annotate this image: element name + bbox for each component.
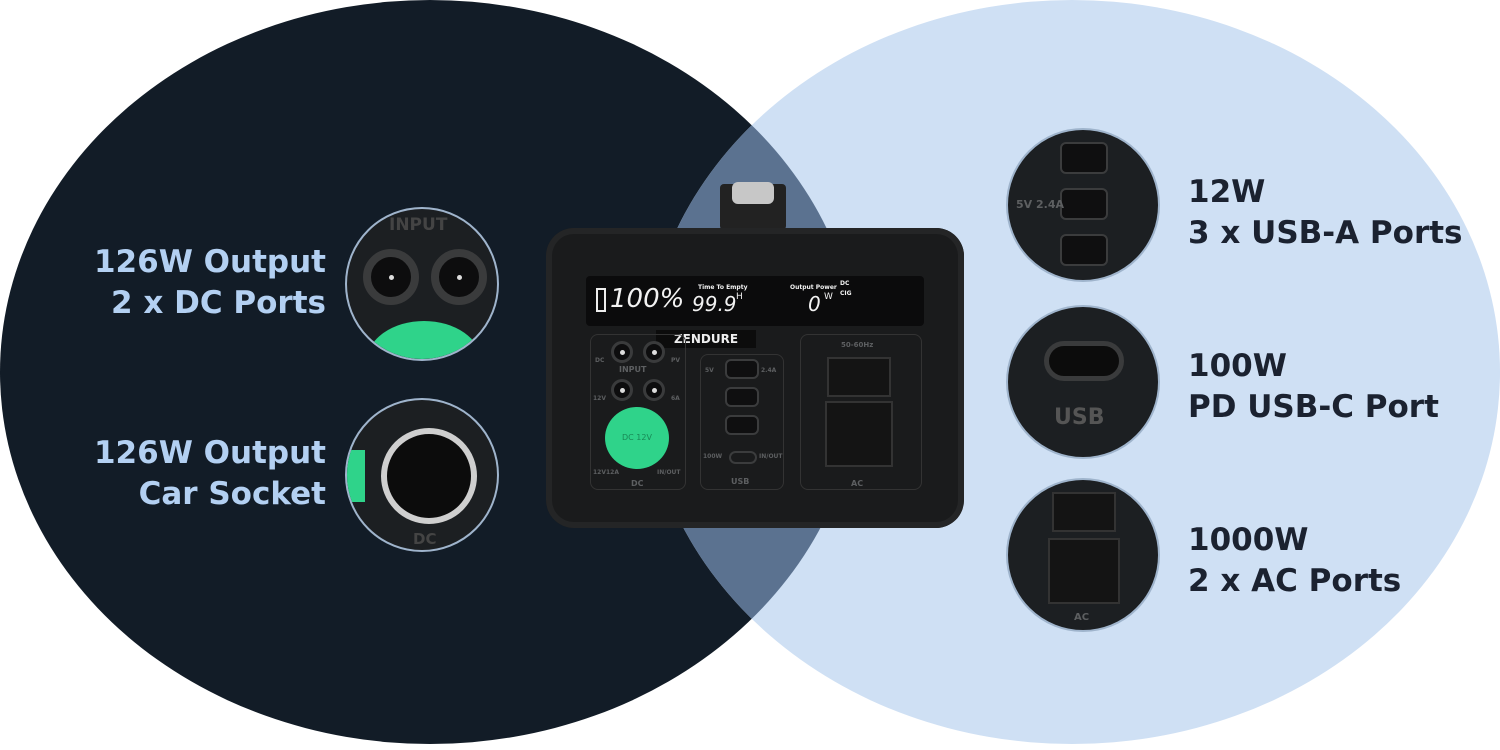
pv-input-port[interactable] (643, 341, 665, 363)
knob-cap (732, 182, 774, 204)
power-unit: W (824, 292, 833, 302)
input-label: INPUT (619, 365, 647, 374)
dc-rating: 12V12A (593, 469, 619, 476)
dc-input-port[interactable] (611, 341, 633, 363)
pv-label: PV (671, 357, 681, 364)
dc-output-port[interactable] (643, 379, 665, 401)
ac-outlet[interactable] (827, 357, 891, 397)
feature-usb-c-label: 100W PD USB-C Port (1188, 346, 1439, 428)
feature-car-socket-label: 126W Output Car Socket (94, 433, 326, 515)
mode-cig: CIG (840, 290, 852, 297)
car-socket-cap[interactable]: DC 12V (605, 407, 669, 469)
dark-circle (0, 0, 860, 744)
usb-a-closeup: 5V 2.4A (1006, 128, 1160, 282)
usb-a-port[interactable] (725, 415, 759, 435)
dc-section-label: DC (631, 479, 644, 488)
ac-frequency: 50-60Hz (841, 341, 874, 349)
feature-line: 2 x DC Ports (110, 285, 326, 321)
inset-label: AC (1074, 612, 1090, 623)
power-value: 0 (808, 292, 821, 316)
dc-label: DC (595, 357, 605, 364)
feature-ac-label: 1000W 2 x AC Ports (1188, 520, 1401, 602)
car-socket-icon (381, 428, 477, 524)
power-label: Output Power (790, 284, 837, 291)
feature-line: 3 x USB-A Ports (1188, 215, 1463, 251)
green-cap-icon (347, 450, 365, 502)
inset-label: DC (413, 530, 437, 548)
usb-c-port-icon (1044, 341, 1124, 381)
time-unit: H (736, 292, 743, 302)
usb-a-port-icon (1060, 234, 1108, 266)
feature-line: 1000W (1188, 522, 1309, 558)
ac-outlet-icon (1052, 492, 1116, 532)
usb-a-port[interactable] (725, 387, 759, 407)
feature-line: 126W Output (93, 244, 326, 280)
car-socket-closeup: DC (345, 398, 499, 552)
ac-closeup: AC (1006, 478, 1160, 632)
usb-a-port-icon (1060, 142, 1108, 174)
battery-icon (596, 288, 606, 312)
inset-label: USB (1054, 405, 1105, 430)
top-handle-knob (720, 182, 786, 230)
dc-port-icon (363, 249, 419, 305)
feature-line: 100W (1188, 348, 1287, 384)
usb-c-port[interactable] (729, 451, 757, 464)
dc-port-icon (431, 249, 487, 305)
usb-section-label: USB (731, 477, 750, 486)
power-station: 100% Time To Empty 99.9 H Output Power 0… (546, 228, 964, 528)
usb-volt: 5V (705, 367, 714, 374)
dc-ports-closeup: INPUT (345, 207, 499, 361)
green-cap-icon (367, 321, 481, 359)
time-label: Time To Empty (698, 284, 748, 291)
feature-line: PD USB-C Port (1188, 389, 1439, 425)
usb-amp: 2.4A (761, 367, 777, 374)
feature-line: 126W Output (93, 435, 326, 471)
usb-a-port-icon (1060, 188, 1108, 220)
usb-a-port[interactable] (725, 359, 759, 379)
inset-label: 5V 2.4A (1016, 198, 1064, 211)
dc-inout: IN/OUT (657, 469, 681, 476)
amp-label: 6A (671, 395, 680, 402)
inset-label: INPUT (389, 215, 448, 235)
feature-line: Car Socket (138, 476, 326, 512)
usb-panel: 5V 2.4A 100W IN/OUT USB (700, 354, 784, 490)
dc-output-port[interactable] (611, 379, 633, 401)
feature-line: 12W (1188, 174, 1266, 210)
time-value: 99.9 (692, 292, 737, 316)
feature-line: 2 x AC Ports (1188, 563, 1402, 599)
usb-c-power: 100W (703, 453, 723, 460)
battery-percent: 100% (610, 284, 685, 314)
usb-c-closeup: USB (1006, 305, 1160, 459)
ac-panel: 50-60Hz AC (800, 334, 922, 490)
lcd-display: 100% Time To Empty 99.9 H Output Power 0… (586, 276, 924, 326)
feature-usb-a-label: 12W 3 x USB-A Ports (1188, 172, 1463, 254)
input-dc-panel: DC PV INPUT 12V 6A DC 12V 12V12A IN/OUT … (590, 334, 686, 490)
ac-section-label: AC (851, 479, 864, 488)
ac-outlet-icon (1048, 538, 1120, 604)
volt-label: 12V (593, 395, 606, 402)
feature-dc-ports-label: 126W Output 2 x DC Ports (94, 242, 326, 324)
usb-c-inout: IN/OUT (759, 453, 783, 460)
mode-dc: DC (840, 280, 850, 287)
ac-outlet[interactable] (825, 401, 893, 467)
